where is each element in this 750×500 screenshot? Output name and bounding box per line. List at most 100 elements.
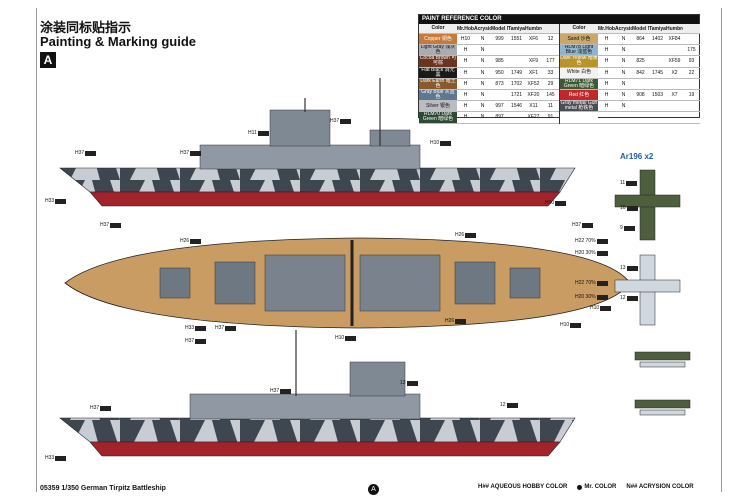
callout-text: H26 <box>445 318 455 324</box>
column-header: Color <box>560 24 598 33</box>
paint-code: 873 <box>495 80 504 87</box>
color-callout: H37 <box>180 150 202 156</box>
legend-mr: Mr. COLOR <box>577 484 616 490</box>
paint-swatch: Gray Blue 灰蓝色 <box>419 89 457 101</box>
paint-code: 11 <box>547 103 554 110</box>
color-callout: 9 <box>620 225 635 231</box>
paint-code: H <box>604 58 609 65</box>
paint-swatch: RLM78 Light Blue 浅蓝色 <box>560 45 598 56</box>
paint-code: 91 <box>547 114 554 121</box>
aircraft-label: Ar196 x2 <box>620 152 654 161</box>
column-header: Acrysion <box>615 25 632 32</box>
callout-box <box>345 335 357 341</box>
paint-code: 22 <box>688 69 695 76</box>
color-callout: 11 <box>620 180 638 186</box>
callout-box <box>596 250 608 256</box>
callout-box <box>596 280 608 286</box>
paint-code: N <box>621 36 626 43</box>
color-callout: H26 <box>445 318 467 324</box>
legend-acrysion: N## ACRYSION COLOR <box>626 484 694 490</box>
callout-box <box>55 198 67 204</box>
callout-text: 9 <box>620 225 623 231</box>
paint-code: 1503 <box>651 92 664 99</box>
callout-text: H20 30% <box>575 294 596 300</box>
paint-swatch: RLM71 Dark Green 暗绿色 <box>560 78 598 89</box>
paint-swatch: Cocoa Brown 可可棕 <box>419 56 457 67</box>
callout-box <box>626 265 638 271</box>
callout-box <box>406 380 418 386</box>
callout-text: H37 <box>330 118 340 124</box>
paint-code: H <box>463 92 468 99</box>
panel-letter-badge: A <box>40 52 56 68</box>
paint-code: 985 <box>495 58 504 65</box>
callout-text: 10 <box>620 205 626 211</box>
paint-code: H <box>604 69 609 76</box>
paint-code: 1546 <box>510 103 523 110</box>
column-header: Tamiya <box>649 25 666 32</box>
paint-code: 29 <box>547 80 554 87</box>
paint-code: 999 <box>495 36 504 43</box>
paint-swatch: Silver 银色 <box>419 101 457 112</box>
callout-text: H10 <box>590 305 600 311</box>
paint-code: N <box>480 92 485 99</box>
color-callout: 13 <box>620 265 638 271</box>
callout-box <box>340 118 352 124</box>
sheet-frame <box>36 8 722 492</box>
callout-text: H37 <box>180 150 190 156</box>
column-header: Mr.Hobby <box>457 25 474 32</box>
callout-text: 13 <box>400 380 406 386</box>
page-title: Painting & Marking guide <box>40 34 197 49</box>
callout-text: H37 <box>75 150 85 156</box>
callout-box <box>195 338 207 344</box>
color-callout: H26 <box>180 238 202 244</box>
callout-box <box>455 318 467 324</box>
callout-box <box>623 225 635 231</box>
callout-text: H10 <box>430 140 440 146</box>
paint-code: 1749 <box>510 69 523 76</box>
legend-aqueous: H## AQUEOUS HOBBY COLOR <box>478 484 568 490</box>
paint-code: N <box>621 80 626 87</box>
callout-box <box>257 130 269 136</box>
paint-code: 33 <box>547 69 554 76</box>
color-callout: H11 <box>248 130 269 136</box>
paint-code: N <box>621 103 626 110</box>
column-header: Humbrol <box>525 25 542 32</box>
paint-code: H <box>463 80 468 87</box>
paint-code: N <box>480 58 485 65</box>
paint-code: N <box>480 36 485 43</box>
color-callout: 10 <box>620 205 638 211</box>
paint-code: H <box>463 114 468 121</box>
callout-text: 12 <box>500 402 506 408</box>
callout-text: H26 <box>180 238 190 244</box>
color-legend: H## AQUEOUS HOBBY COLOR Mr. COLOR N## AC… <box>478 484 694 490</box>
callout-text: 12 <box>620 295 626 301</box>
paint-swatch: Gray metal/ Gun metal 枪铁色 <box>560 101 598 112</box>
callout-box <box>506 402 518 408</box>
callout-box <box>570 322 582 328</box>
color-callout: H37 <box>100 222 122 228</box>
callout-box <box>626 295 638 301</box>
paint-code: N <box>621 58 626 65</box>
color-callout: H10 <box>590 305 612 311</box>
paint-code: X7 <box>671 92 678 99</box>
color-callout: H22 70% <box>575 238 608 244</box>
callout-box <box>100 405 112 411</box>
color-callout: H20 30% <box>575 250 608 256</box>
paint-code: H10 <box>460 36 471 43</box>
paint-swatch: Light Gray 浅灰色 <box>419 45 457 56</box>
callout-box <box>596 294 608 300</box>
title-chinese: 涂装同标贴指示 <box>40 20 132 35</box>
color-callout: H37 <box>215 325 237 331</box>
